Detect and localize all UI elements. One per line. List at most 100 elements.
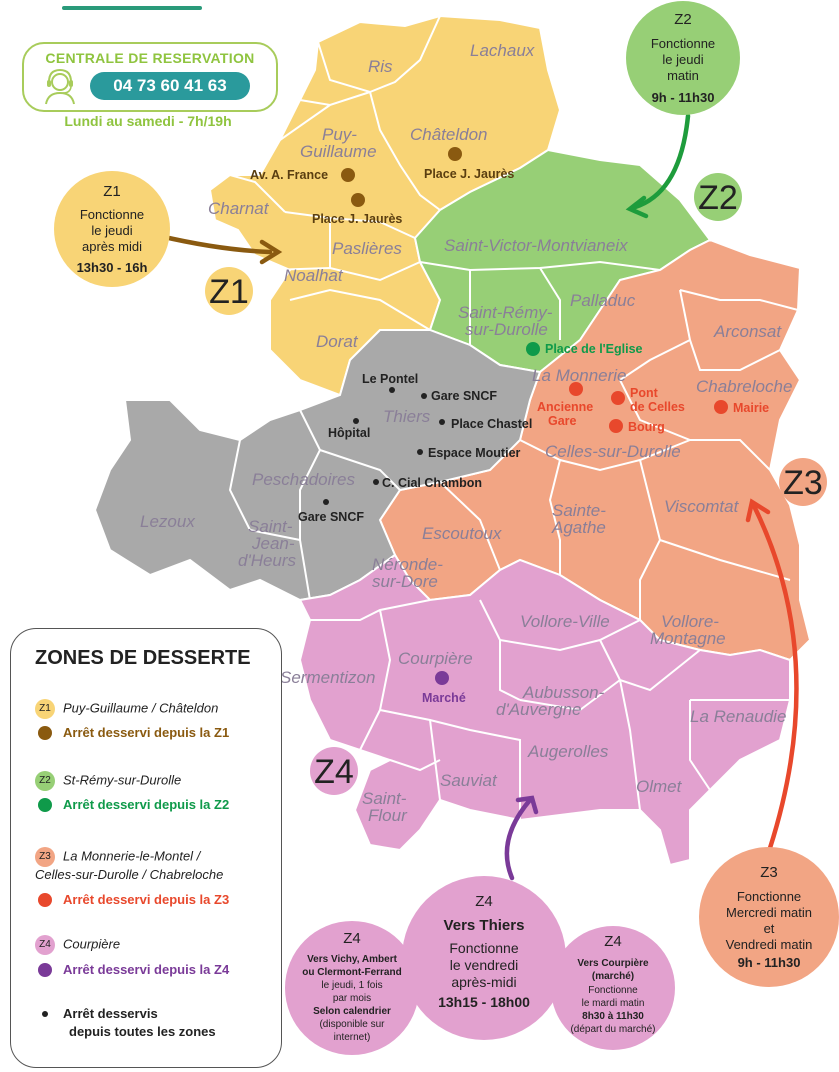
stop-espace-moutier: Espace Moutier bbox=[428, 446, 521, 460]
bubble-z2-line2: le jeudi bbox=[662, 52, 703, 67]
place-thiers: Thiers bbox=[383, 407, 431, 426]
bubble-z1-time: 13h30 - 16h bbox=[77, 260, 148, 275]
bubble-z1-line3: après midi bbox=[82, 239, 142, 254]
stop-marker bbox=[341, 168, 355, 182]
legend-z1-label: Puy-Guillaume / Châteldon bbox=[63, 700, 219, 716]
stop-av-france: Av. A. France bbox=[250, 168, 328, 182]
place-aubusson-2: d'Auvergne bbox=[496, 700, 581, 719]
legend-z3-label: La Monnerie-le-Montel / bbox=[63, 848, 201, 864]
bubble-z4-main-title: Vers Thiers bbox=[444, 917, 525, 934]
stops-z1: Av. A. France Place J. Jaurès Place J. J… bbox=[250, 147, 514, 226]
bubble-z3-line3: et bbox=[764, 921, 775, 936]
legend-z3-label-2: Celles-sur-Durolle / Chabreloche bbox=[35, 867, 224, 882]
place-vollore-montagne-2: Montagne bbox=[650, 629, 726, 648]
arrow-z2-head bbox=[625, 195, 649, 219]
bubble-z4-right: Z4 Vers Courpière (marché) Fonctionne le… bbox=[551, 926, 675, 1050]
place-saint-jean-3: d'Heurs bbox=[238, 551, 297, 570]
arrow-z4 bbox=[504, 797, 533, 881]
legend-title: ZONES DE DESSERTE bbox=[35, 647, 251, 669]
bubble-z4-left-line2: ou Clermont-Ferrand bbox=[302, 967, 401, 978]
bubble-z4-main-tag: Z4 bbox=[475, 893, 493, 910]
legend-z3-dot bbox=[38, 892, 52, 907]
stops-all-zones: Le Pontel Gare SNCF Place Chastel Hôpita… bbox=[298, 372, 532, 524]
bubble-z3-tag: Z3 bbox=[760, 864, 778, 881]
stop-marker bbox=[351, 193, 365, 207]
stop-gare-sncf-peschadoires: Gare SNCF bbox=[298, 510, 364, 524]
place-olmet: Olmet bbox=[636, 777, 683, 796]
bubble-z2-line1: Fonctionne bbox=[651, 36, 715, 51]
zone-tag-z4: Z4 bbox=[314, 753, 354, 791]
bubble-z4-main: Z4 Vers Thiers Fonctionne le vendredi ap… bbox=[402, 876, 566, 1040]
place-saint-flour-1: Saint- bbox=[362, 789, 407, 808]
reservation-box: CENTRALE DE RESERVATION 04 73 60 41 63 bbox=[22, 42, 278, 112]
bubble-z3-line1: Fonctionne bbox=[737, 889, 801, 904]
stop-marker bbox=[417, 449, 423, 455]
place-sainte-agathe-1: Sainte- bbox=[552, 501, 606, 520]
stop-pont-celles-1: Pont bbox=[630, 386, 659, 400]
place-ris: Ris bbox=[368, 57, 393, 76]
bubble-z4-right-line6: (départ du marché) bbox=[570, 1024, 655, 1035]
arrow-z3-head bbox=[745, 498, 771, 523]
place-la-monnerie: La Monnerie bbox=[532, 366, 627, 385]
bubble-z4-left-tag: Z4 bbox=[343, 930, 361, 947]
place-dorat: Dorat bbox=[316, 332, 359, 351]
arrow-z1-head bbox=[259, 239, 283, 265]
legend-z4-stop-row: Arrêt desservi depuis la Z4 bbox=[35, 961, 229, 977]
stop-marker bbox=[389, 387, 395, 393]
legend-z4-stop: Arrêt desservi depuis la Z4 bbox=[63, 962, 230, 978]
bubble-z3-time: 9h - 11h30 bbox=[738, 955, 801, 970]
legend-z4-dot bbox=[38, 962, 52, 977]
place-lachaux: Lachaux bbox=[470, 41, 535, 60]
stop-pont-celles-2: de Celles bbox=[630, 400, 685, 414]
legend-z1-dot bbox=[38, 725, 52, 740]
legend-z1-stop: Arrêt desservi depuis la Z1 bbox=[63, 725, 230, 741]
bubble-z4-left-line5: Selon calendrier bbox=[313, 1006, 391, 1017]
place-sauviat: Sauviat bbox=[440, 771, 498, 790]
place-charnat: Charnat bbox=[208, 199, 270, 218]
bubble-z4-right-line4: le mardi matin bbox=[582, 998, 645, 1009]
stop-place-chastel: Place Chastel bbox=[451, 417, 532, 431]
stop-c-cial-chambon: C. Cial Chambon bbox=[382, 476, 482, 490]
stop-gare-sncf-thiers: Gare SNCF bbox=[431, 389, 497, 403]
arrow-z4-head bbox=[515, 795, 539, 815]
bubble-z4-left: Z4 Vers Vichy, Ambert ou Clermont-Ferran… bbox=[285, 921, 419, 1055]
stop-marker bbox=[526, 342, 540, 356]
legend-z4-label: Courpière bbox=[63, 936, 121, 952]
bubble-z2: Z2 Fonctionne le jeudi matin 9h - 11h30 bbox=[626, 1, 740, 115]
bubble-z4-left-line3: le jeudi, 1 fois bbox=[321, 980, 382, 991]
bubble-z4-right-tag: Z4 bbox=[604, 933, 622, 950]
arrows bbox=[157, 113, 799, 881]
legend-all-zones-2: depuis toutes les zones bbox=[69, 1024, 216, 1040]
bubble-z2-line3: matin bbox=[667, 68, 699, 83]
place-arconsat: Arconsat bbox=[713, 322, 782, 341]
stop-marker bbox=[448, 147, 462, 161]
bubble-z4-main-time: 13h15 - 18h00 bbox=[438, 994, 530, 1010]
stop-marker bbox=[439, 419, 445, 425]
place-guillaume: Guillaume bbox=[300, 142, 377, 161]
bubble-z4-main-line1: Fonctionne bbox=[449, 940, 518, 956]
stops-z4: Marché bbox=[422, 671, 466, 705]
arrow-z2 bbox=[629, 113, 691, 211]
stop-mairie: Mairie bbox=[733, 401, 769, 415]
zone-tag-z2: Z2 bbox=[698, 179, 738, 217]
stop-place-jaures-puy: Place J. Jaurès bbox=[312, 212, 402, 226]
arrow-z1 bbox=[157, 233, 273, 255]
zone-tag-z3: Z3 bbox=[783, 464, 823, 502]
place-paslieres: Paslières bbox=[332, 239, 402, 258]
bubble-z3-line4: Vendredi matin bbox=[726, 937, 813, 952]
zone-tag-z1-circle bbox=[205, 267, 253, 315]
stop-ancienne-gare-1: Ancienne bbox=[537, 400, 593, 414]
stop-le-pontel: Le Pontel bbox=[362, 372, 418, 386]
legend-z3-stop: Arrêt desservi depuis la Z3 bbox=[63, 892, 230, 908]
bubble-z4-right-line2: (marché) bbox=[592, 971, 634, 982]
legend-z3-stop-row: Arrêt desservi depuis la Z3 bbox=[35, 891, 229, 907]
stop-marker bbox=[435, 671, 449, 685]
reservation-phone[interactable]: 04 73 60 41 63 bbox=[90, 72, 250, 100]
zone-tags: Z1 Z2 Z3 Z4 bbox=[205, 173, 827, 795]
legend-all-zones-row-2: depuis toutes les zones bbox=[69, 1023, 216, 1039]
place-lezoux: Lezoux bbox=[140, 512, 195, 531]
bubble-z4-left-line7: internet) bbox=[334, 1032, 371, 1043]
zone-tag-z4-circle bbox=[310, 747, 358, 795]
